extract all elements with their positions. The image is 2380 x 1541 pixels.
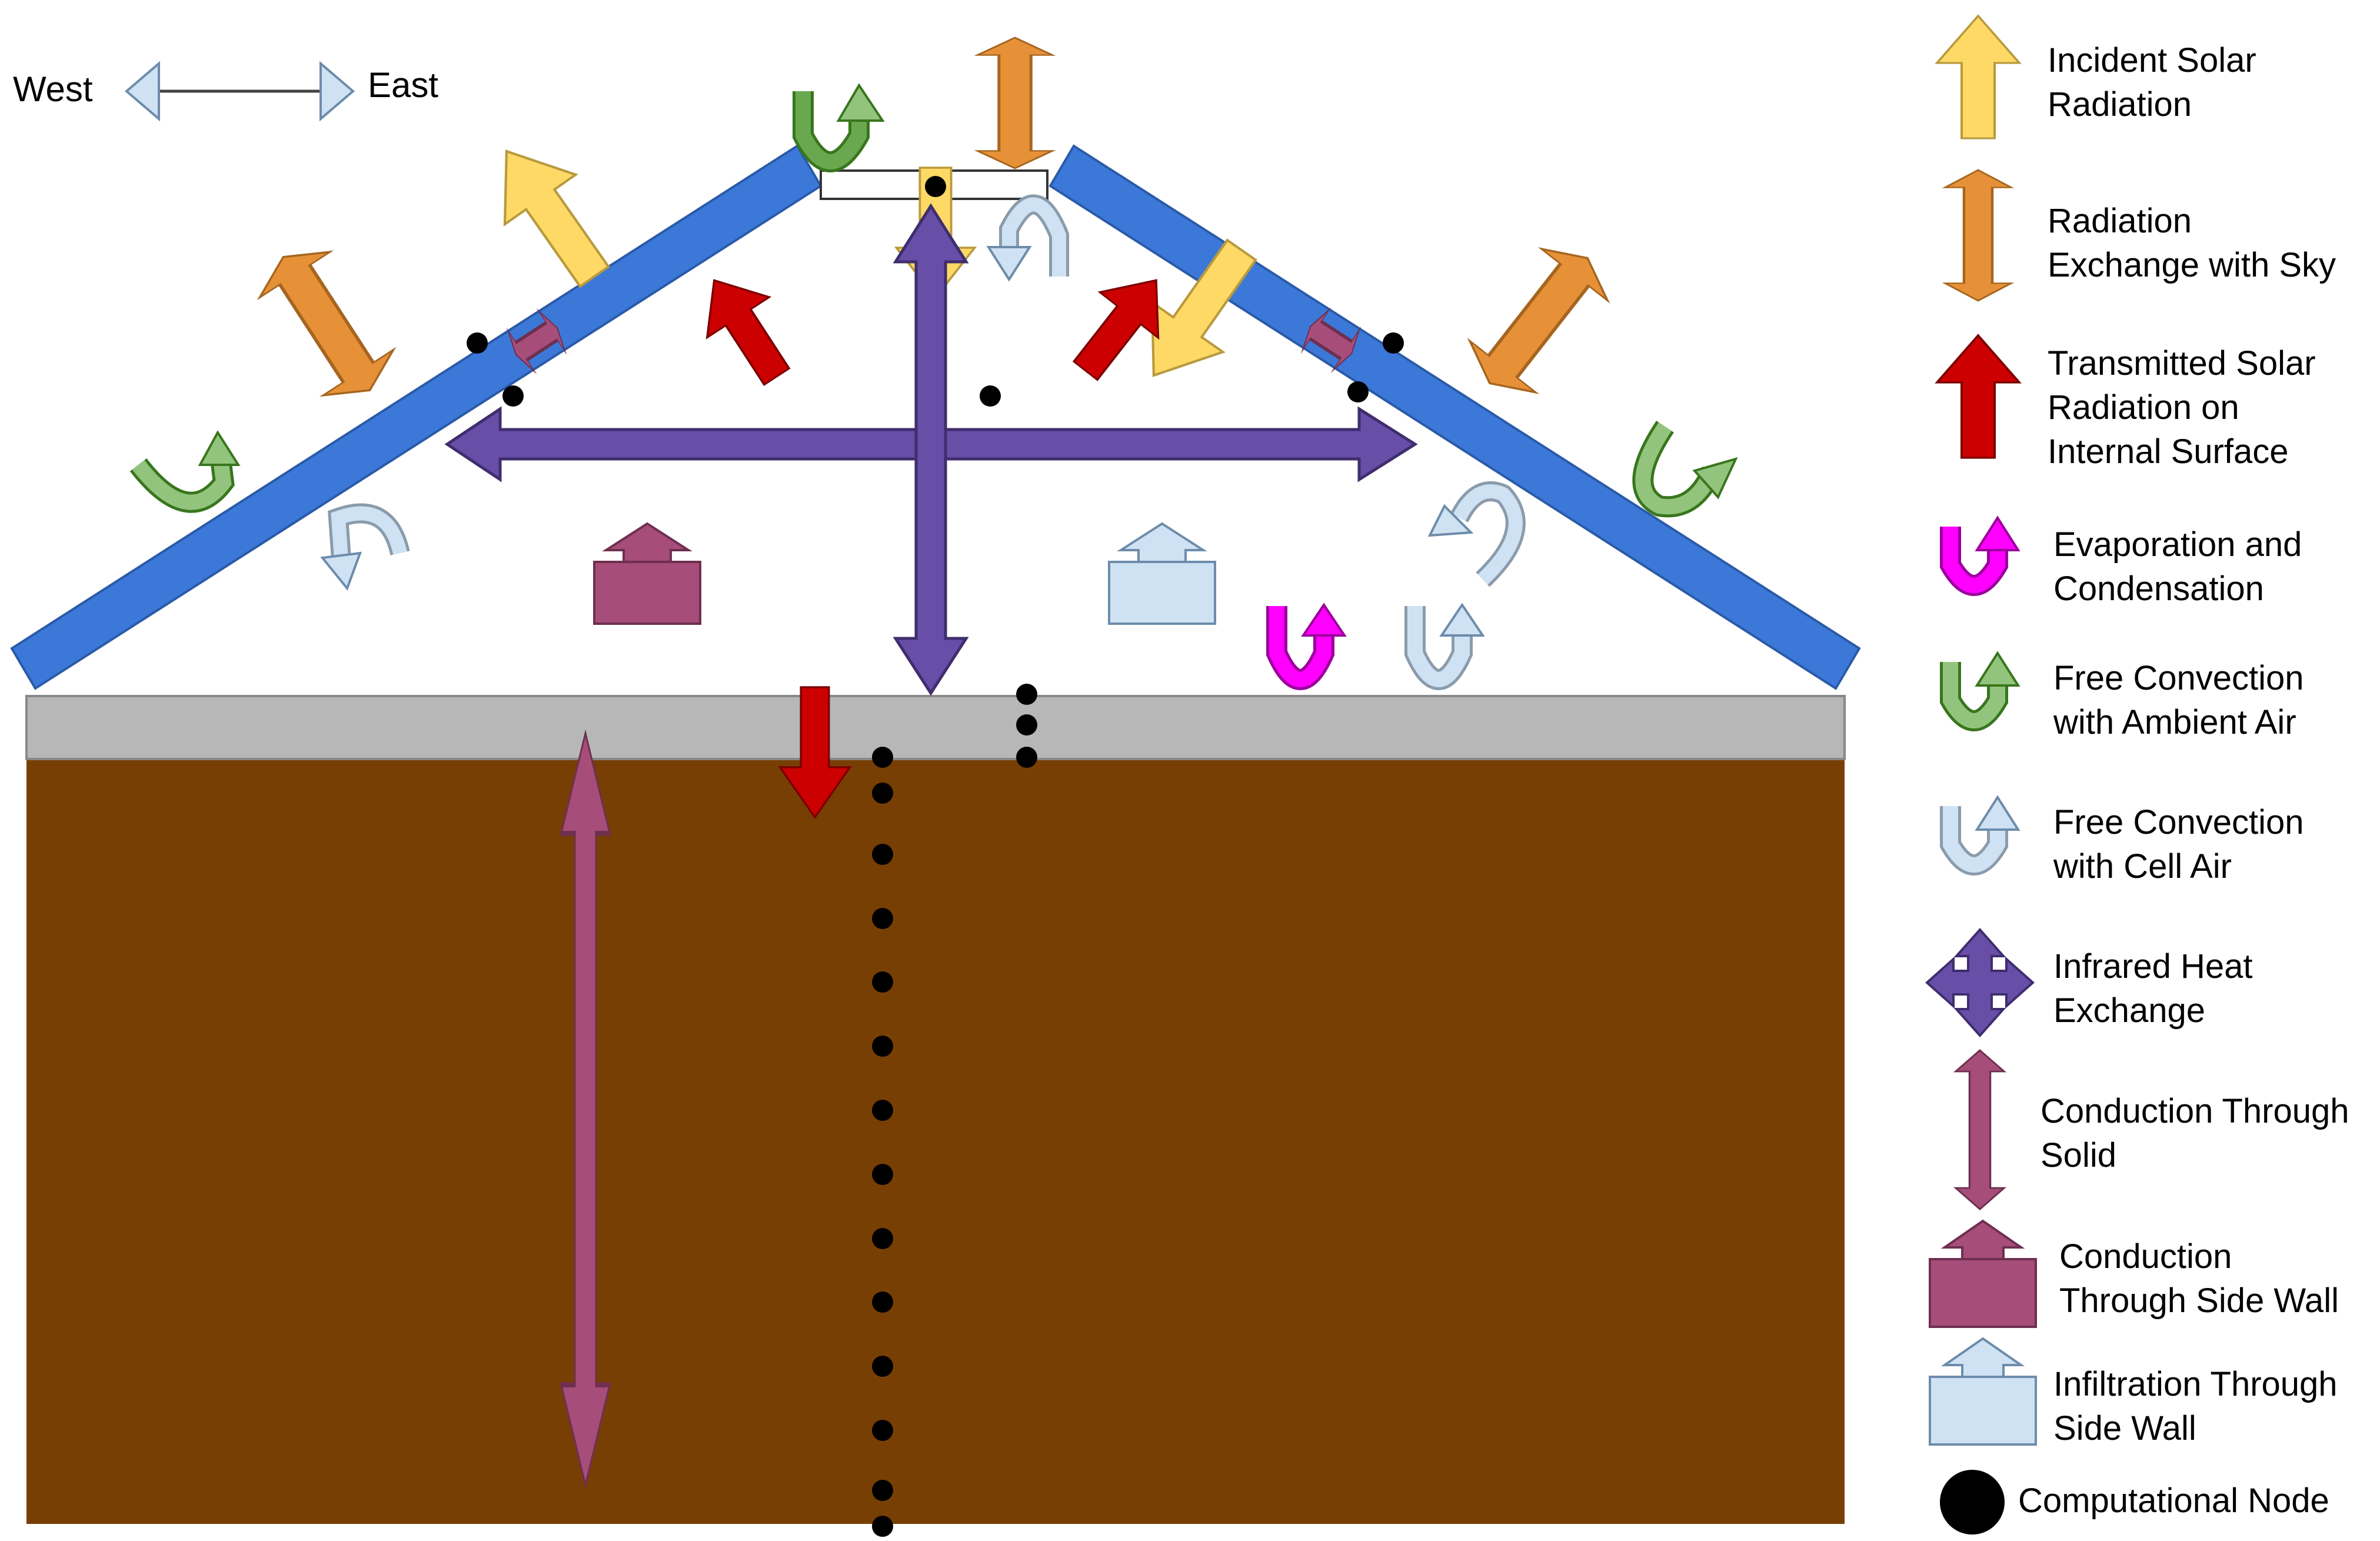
cell-air-convection-arrow-floor <box>1404 603 1485 690</box>
ambient-convection-arrow-west <box>129 430 241 513</box>
evaporation-condensation-arrow-floor <box>1266 603 1347 690</box>
east-label: East <box>368 65 438 105</box>
roof-panel-east <box>1048 144 1861 690</box>
node-soil-12 <box>872 1420 893 1441</box>
west-east-arrow <box>124 61 355 122</box>
node-roof-west-inner <box>502 385 524 407</box>
infiltration-side-wall-arrow <box>1108 522 1216 625</box>
node-cell-air <box>980 385 1001 407</box>
ambient-convection-arrow-ridge <box>793 83 885 172</box>
legend-infiltration: Infiltration Through Side Wall <box>2053 1365 2347 1447</box>
legend-icon-evaporation <box>1940 515 2020 596</box>
legend-icon-conduction-solid <box>1955 1049 2005 1210</box>
west-label: West <box>13 69 93 109</box>
infrared-exchange-arrows <box>444 203 1418 696</box>
legend-incident-solar: Incident Solar Radiation <box>2048 41 2266 124</box>
cell-air-convection-arrow-west <box>320 503 410 591</box>
node-soil-13 <box>872 1480 893 1501</box>
legend-icon-infrared <box>1925 927 2035 1038</box>
node-floor-1 <box>1016 684 1037 705</box>
node-roof-east-outer <box>1383 332 1404 354</box>
node-soil-7 <box>872 1100 893 1121</box>
legend-icon-conduction-wall <box>1929 1219 2037 1328</box>
node-soil-3 <box>872 844 893 865</box>
floor-slab <box>25 695 1846 760</box>
node-soil-11 <box>872 1356 893 1377</box>
legend-infrared: Infrared Heat Exchange <box>2053 947 2262 1030</box>
legend-icon-node <box>1940 1470 2005 1535</box>
computational-nodes <box>467 176 1404 1537</box>
sky-exchange-arrow-east <box>1457 232 1621 409</box>
sky-exchange-arrow-west <box>248 234 405 413</box>
legend-free-conv-ambient: Free Convection with Ambient Air <box>2053 659 2314 741</box>
conduction-side-wall-arrow <box>593 522 701 625</box>
node-soil-10 <box>872 1292 893 1313</box>
legend-icon-free-conv-cell <box>1940 795 2020 876</box>
sky-exchange-arrow-ridge <box>977 38 1053 168</box>
legend-transmitted-solar: Transmitted Solar Radiation on Internal … <box>2048 344 2325 471</box>
node-roof-west-outer <box>467 332 488 354</box>
legend-evaporation: Evaporation and Condensation <box>2053 525 2312 608</box>
node-soil-5 <box>872 971 893 993</box>
node-soil-4 <box>872 908 893 929</box>
node-soil-9 <box>872 1228 893 1249</box>
transmitted-solar-arrow-west <box>682 259 809 398</box>
node-soil-1 <box>872 747 893 768</box>
node-floor-3 <box>1016 747 1037 768</box>
node-ridge <box>925 176 946 197</box>
node-soil-2 <box>872 783 893 804</box>
legend-node: Computational Node <box>2018 1482 2329 1520</box>
cell-air-convection-arrow-east <box>1427 481 1526 587</box>
legend-radiation-sky: Radiation Exchange with Sky <box>2048 202 2336 284</box>
legend-icon-infiltration <box>1929 1337 2037 1446</box>
legend: Incident Solar Radiation Radiation Excha… <box>1925 15 2359 1535</box>
legend-free-conv-cell: Free Convection with Cell Air <box>2053 803 2314 886</box>
node-soil-6 <box>872 1036 893 1057</box>
legend-icon-radiation-sky <box>1945 170 2012 301</box>
legend-icon-transmitted-solar <box>1936 334 2020 459</box>
ambient-convection-arrow-east <box>1632 421 1738 518</box>
node-roof-east-inner <box>1347 381 1369 402</box>
node-soil-14 <box>872 1516 893 1537</box>
legend-conduction-solid: Conduction Through Solid <box>2041 1092 2359 1174</box>
legend-conduction-wall: Conduction Through Side Wall <box>2059 1237 2339 1320</box>
soil-block <box>26 759 1845 1524</box>
legend-icon-free-conv-ambient <box>1940 651 2020 731</box>
cell-air-convection-arrow-ridge <box>986 194 1069 282</box>
node-soil-8 <box>872 1164 893 1185</box>
legend-icon-incident-solar <box>1936 15 2020 139</box>
node-floor-2 <box>1016 714 1037 735</box>
